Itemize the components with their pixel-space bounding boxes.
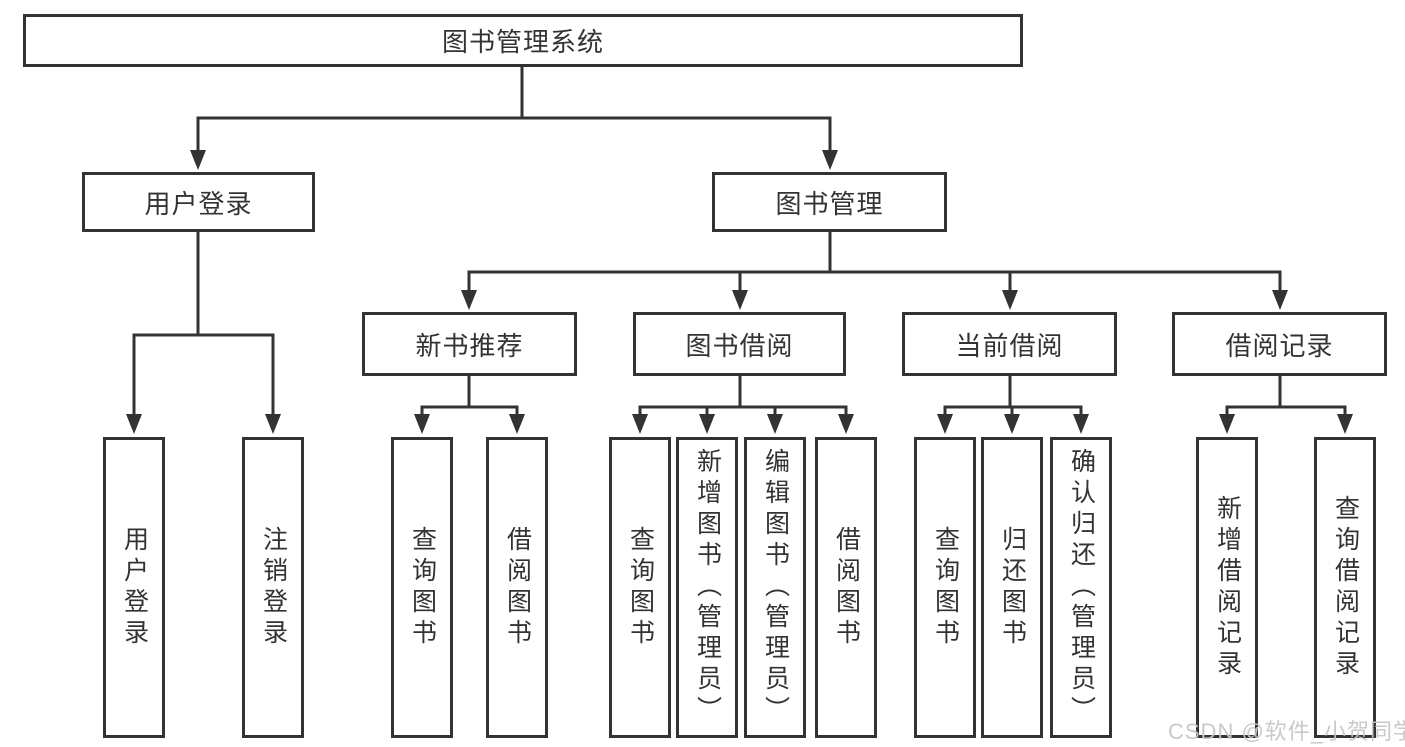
arrowhead-down-icon <box>190 150 206 170</box>
watermark: CSDN @软件_小贺同学 <box>1168 719 1405 744</box>
node-borrowing-records: 借阅记录 <box>1172 312 1387 376</box>
leaf-edit-book-admin: 编辑图书（管理员） <box>744 437 806 738</box>
leaf-borrow-books-2: 借阅图书 <box>815 437 877 738</box>
leaf-label: 用户登录 <box>120 525 149 650</box>
node-user-login: 用户登录 <box>82 172 315 232</box>
node-label: 当前借阅 <box>955 330 1064 361</box>
arrowhead-down-icon <box>1272 290 1288 310</box>
node-label: 图书管理系统 <box>441 27 604 57</box>
arrowhead-down-icon <box>838 414 854 434</box>
node-label: 图书借阅 <box>685 330 794 361</box>
leaf-label: 注销登录 <box>259 525 288 650</box>
leaf-label: 借阅图书 <box>503 525 532 650</box>
arrowhead-down-icon <box>509 414 525 434</box>
node-current-borrowing: 当前借阅 <box>902 312 1117 376</box>
node-new-book-recommendation: 新书推荐 <box>362 312 577 376</box>
arrowhead-down-icon <box>265 414 281 434</box>
arrowhead-down-icon <box>937 414 953 434</box>
leaf-label: 查询图书 <box>931 525 960 650</box>
arrowhead-down-icon <box>632 414 648 434</box>
leaf-query-borrow-record: 查询借阅记录 <box>1314 437 1376 738</box>
leaf-label: 新增借阅记录 <box>1213 494 1242 681</box>
node-book-borrowing: 图书借阅 <box>633 312 846 376</box>
node-label: 图书管理 <box>775 188 884 219</box>
leaf-label: 查询图书 <box>626 525 655 650</box>
leaf-query-books-2: 查询图书 <box>609 437 671 738</box>
leaf-add-borrow-record: 新增借阅记录 <box>1196 437 1258 738</box>
arrowhead-down-icon <box>461 290 477 310</box>
arrowhead-down-icon <box>1073 414 1089 434</box>
node-label: 借阅记录 <box>1225 330 1334 361</box>
arrowhead-down-icon <box>699 414 715 434</box>
arrowhead-down-icon <box>1219 414 1235 434</box>
arrowhead-down-icon <box>1004 414 1020 434</box>
leaf-logout: 注销登录 <box>242 437 304 738</box>
leaf-label: 借阅图书 <box>832 525 861 650</box>
leaf-label: 查询借阅记录 <box>1331 494 1360 681</box>
arrowhead-down-icon <box>126 414 142 434</box>
leaf-return-book: 归还图书 <box>981 437 1043 738</box>
leaf-label: 确认归还（管理员） <box>1067 448 1096 727</box>
leaf-query-books-3: 查询图书 <box>914 437 976 738</box>
node-book-management: 图书管理 <box>712 172 947 232</box>
arrowhead-down-icon <box>1337 414 1353 434</box>
leaf-user-login: 用户登录 <box>103 437 165 738</box>
arrowhead-down-icon <box>822 150 838 170</box>
node-library-management-system: 图书管理系统 <box>23 14 1023 67</box>
leaf-confirm-return-admin: 确认归还（管理员） <box>1050 437 1112 738</box>
leaf-borrow-books-1: 借阅图书 <box>486 437 548 738</box>
leaf-label: 编辑图书（管理员） <box>761 448 790 727</box>
arrowhead-down-icon <box>1002 290 1018 310</box>
arrowhead-down-icon <box>732 290 748 310</box>
node-label: 新书推荐 <box>415 330 524 361</box>
arrowhead-down-icon <box>767 414 783 434</box>
leaf-label: 查询图书 <box>408 525 437 650</box>
leaf-query-books-1: 查询图书 <box>391 437 453 738</box>
leaf-label: 新增图书（管理员） <box>693 448 722 727</box>
node-label: 用户登录 <box>144 188 253 219</box>
leaf-add-book-admin: 新增图书（管理员） <box>676 437 738 738</box>
leaf-label: 归还图书 <box>998 525 1027 650</box>
arrowhead-down-icon <box>414 414 430 434</box>
